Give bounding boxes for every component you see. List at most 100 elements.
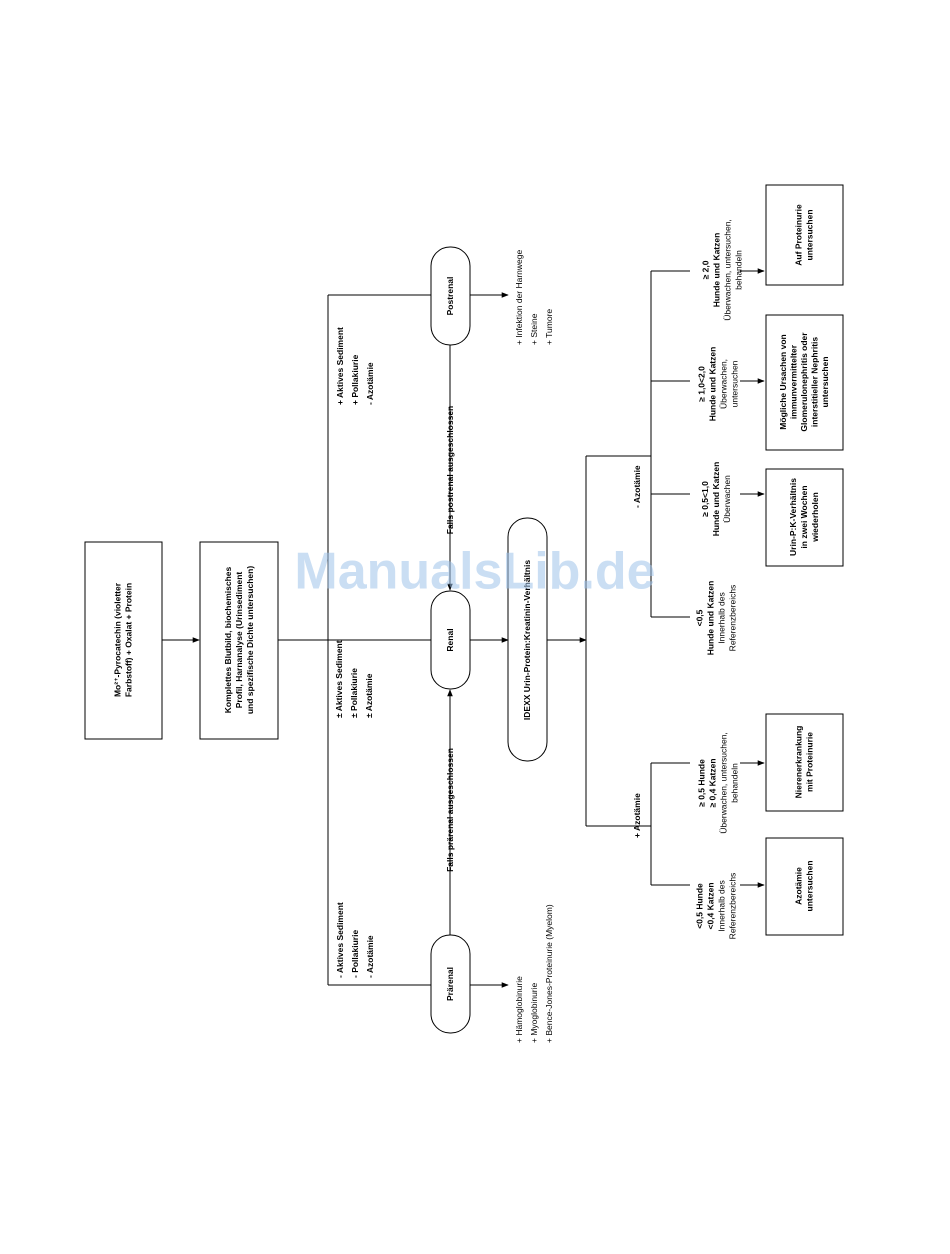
postrenal-text: Postrenal <box>445 277 455 316</box>
threshold-4-line: ≥ 0,5<1,0 <box>700 481 710 517</box>
criteria-postrenal-line: + Aktives Sediment <box>335 327 345 405</box>
threshold-2-line: Überwachen, untersuchen, <box>719 732 729 834</box>
criteria-praerenal-line: - Azotämie <box>365 935 375 978</box>
praerenal-causes-line: + Bence-Jones-Proteinurie (Myelom) <box>544 904 554 1043</box>
moegliche-ursachen-box <box>765 314 844 451</box>
praerenal-causes-line: + Hämoglobinurie <box>514 976 524 1043</box>
idexx-node <box>507 517 548 762</box>
blutbild-text-line: Profil, Harnanalyse (Urinsediment <box>234 572 244 709</box>
moegliche-ursachen-text-line: interstitieller Nephritis <box>810 337 820 427</box>
auf-proteinurie-text-line: Auf Proteinurie <box>794 204 804 266</box>
postrenal-causes-line: + Tumore <box>544 309 554 345</box>
threshold-6-line: behandeln <box>734 250 744 290</box>
threshold-2-line: behandeln <box>730 763 740 803</box>
blutbild-text-line: Komplettes Blutbild, biochemisches <box>223 567 233 714</box>
criteria-praerenal-line: - Aktives Sediment <box>335 902 345 978</box>
moegliche-ursachen-text-line: Glomerulonephritis oder <box>799 332 809 432</box>
mo-pyrocatechin-text-line: Mo²⁺-Pyrocatechin (violetter <box>113 582 123 697</box>
connector-lines <box>162 268 765 988</box>
criteria-renal-line: ± Aktives Sediment <box>334 640 344 718</box>
praerenal-text: Prärenal <box>445 967 455 1001</box>
azotaemie-untersuchen-box <box>765 837 844 936</box>
threshold-3-line: Hunde und Katzen <box>706 581 716 656</box>
renal-text-line: Renal <box>445 628 455 651</box>
threshold-1-line: <0,4 Katzen <box>706 882 716 929</box>
renal-text: Renal <box>445 628 455 651</box>
moegliche-ursachen-text-line: immunvermittelter <box>789 344 799 419</box>
threshold-4-line: Überwachen <box>722 475 732 523</box>
threshold-3-line: Referenzbereichs <box>728 585 738 652</box>
criteria-postrenal-line: - Azotämie <box>365 362 375 405</box>
blutbild-box <box>199 541 279 740</box>
falls-praerenal-label: Falls prärenal ausgeschlossen <box>445 748 455 872</box>
threshold-1-line: Referenzbereichs <box>728 873 738 940</box>
threshold-6-line: Hunde und Katzen <box>712 233 722 308</box>
renal-node <box>430 590 471 690</box>
threshold-2-line: ≥ 0,5 Hunde <box>697 759 707 807</box>
threshold-4-line: Hunde und Katzen <box>711 462 721 537</box>
minus-azotaemie-label: - Azotämie <box>632 465 642 508</box>
azotaemie-untersuchen-text-line: Azotämie <box>794 867 804 905</box>
nierenerkrankung-box <box>765 713 844 812</box>
postrenal-text-line: Postrenal <box>445 277 455 316</box>
urin-pk-wiederholen-box <box>765 468 844 567</box>
azotaemie-untersuchen-text-line: untersuchen <box>805 860 815 911</box>
postrenal-node <box>430 246 471 346</box>
threshold-5-line: Überwachen, <box>719 359 729 409</box>
criteria-praerenal: - Aktives Sediment- Pollakiurie- Azotämi… <box>335 902 375 978</box>
falls-postrenal-label-line: Falls postrenal ausgeschlossen <box>445 406 455 535</box>
idexx-text: IDEXX Urin-Protein:Kreatinin-Verhältnis <box>522 560 532 720</box>
criteria-renal: ± Aktives Sediment ± Pollakiurie ± Azotämi… <box>334 640 374 718</box>
postrenal-causes-line: + Infektion der Harnwege <box>514 250 524 345</box>
threshold-5-line: Hunde und Katzen <box>708 347 718 422</box>
idexx-text-line: IDEXX Urin-Protein:Kreatinin-Verhältnis <box>522 560 532 720</box>
threshold-1-line: Innerhalb des <box>717 880 727 932</box>
criteria-postrenal: + Aktives Sediment + Pollakiurie - Azotämi… <box>335 327 375 405</box>
falls-praerenal-label-line: Falls prärenal ausgeschlossen <box>445 748 455 872</box>
criteria-renal-line: ± Azotämie <box>364 673 374 718</box>
urin-pk-text-line: wiederholen <box>810 492 820 543</box>
nierenerkrankung-text-line: Nierenerkrankung <box>794 726 804 799</box>
threshold-6-line: ≥ 2,0 <box>701 260 711 279</box>
mo-pyrocatechin-box <box>84 541 163 740</box>
threshold-6-line: Überwachen, untersuchen, <box>723 219 733 321</box>
criteria-postrenal-line: + Pollakiurie <box>350 354 360 405</box>
urin-pk-text-line: in zwei Wochen <box>799 485 809 548</box>
auf-proteinurie-text-line: untersuchen <box>805 209 815 260</box>
postrenal-causes: + Infektion der Harnwege + Steine + Tumore <box>514 250 554 345</box>
moegliche-ursachen-text-line: untersuchen <box>820 356 830 407</box>
mo-pyrocatechin-text-line: Farbstoff) + Oxalat + Protein <box>124 583 134 697</box>
criteria-renal-line: ± Pollakiurie <box>349 668 359 718</box>
threshold-5-line: untersuchen <box>730 360 740 407</box>
praerenal-text-line: Prärenal <box>445 967 455 1001</box>
watermark: ManualsLib.de <box>294 543 655 601</box>
praerenal-node <box>430 934 471 1034</box>
threshold-3-line: <0,5 <box>695 609 705 626</box>
minus-azotaemie-label-line: - Azotämie <box>632 465 642 508</box>
node-shapes <box>84 184 844 1034</box>
praerenal-causes: + Hämoglobinurie+ Myoglobinurie+ Bence-J… <box>514 904 554 1043</box>
threshold-3-line: Innerhalb des <box>717 592 727 644</box>
threshold-5-line: ≥ 1,0<2,0 <box>697 366 707 402</box>
postrenal-causes-line: + Steine <box>529 313 539 345</box>
blutbild-text-line: und spezifische Dichte untersuchen) <box>245 566 255 714</box>
moegliche-ursachen-text-line: Mögliche Ursachen von <box>778 334 788 429</box>
threshold-1-line: <0,5 Hunde <box>695 883 705 929</box>
plus-azotaemie-label-line: + Azotämie <box>632 793 642 838</box>
falls-postrenal-label: Falls postrenal ausgeschlossen <box>445 406 455 535</box>
plus-azotaemie-label: + Azotämie <box>632 793 642 838</box>
